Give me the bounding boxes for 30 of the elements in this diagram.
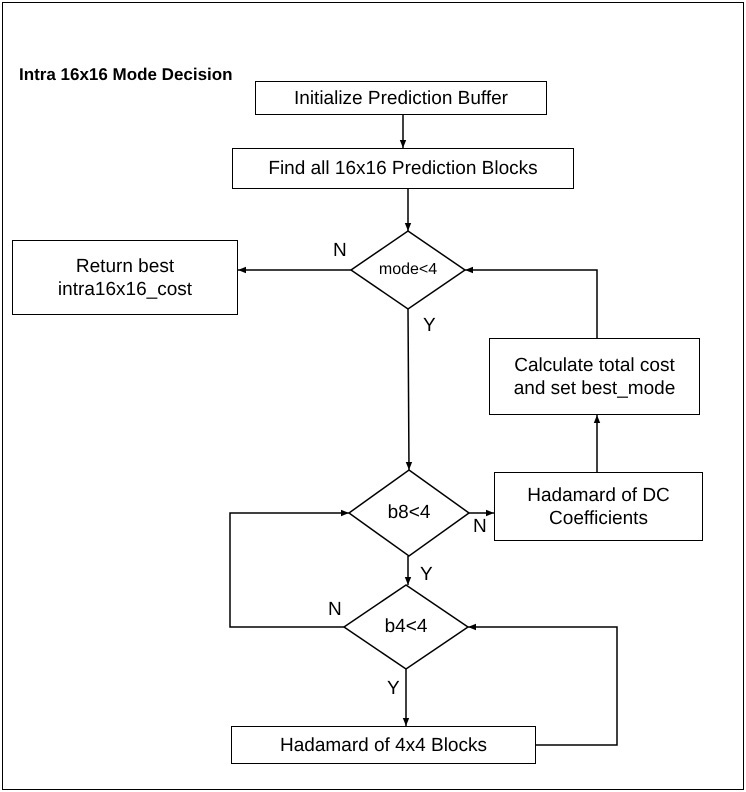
arrow [404, 189, 412, 231]
condition-label: b4<4 [384, 616, 428, 638]
process-box [231, 726, 536, 764]
process-box [494, 472, 703, 541]
step-label: Calculate total cost and set best_mode [512, 354, 676, 400]
process-box [489, 338, 700, 415]
condition-label: mode<4 [378, 261, 438, 279]
decision-diamond [349, 470, 469, 556]
condition-label: b8<4 [388, 502, 430, 524]
arrow [400, 115, 406, 148]
process-box [232, 148, 574, 189]
arrow [402, 669, 410, 726]
step-label: Hadamard of 4x4 Blocks [280, 734, 487, 756]
step-label: Hadamard of DC Coefficients [526, 484, 671, 530]
arrow [465, 266, 598, 338]
arrow [594, 415, 600, 472]
arrow [238, 266, 351, 274]
step-label: Return best intra16x16_cost [56, 254, 194, 300]
process-box [255, 81, 547, 115]
step-label: Initialize Prediction Buffer [294, 86, 508, 110]
arrow [404, 556, 412, 585]
diagram-title: Intra 16x16 Mode Decision [19, 65, 233, 85]
arrow [229, 510, 349, 628]
arrow [468, 624, 618, 746]
step-label: Find all 16x16 Prediction Blocks [268, 157, 538, 180]
arrow [469, 510, 494, 516]
process-box [12, 240, 238, 315]
decision-diamond [344, 585, 468, 669]
arrow [406, 309, 412, 470]
decision-diamond [351, 231, 465, 309]
